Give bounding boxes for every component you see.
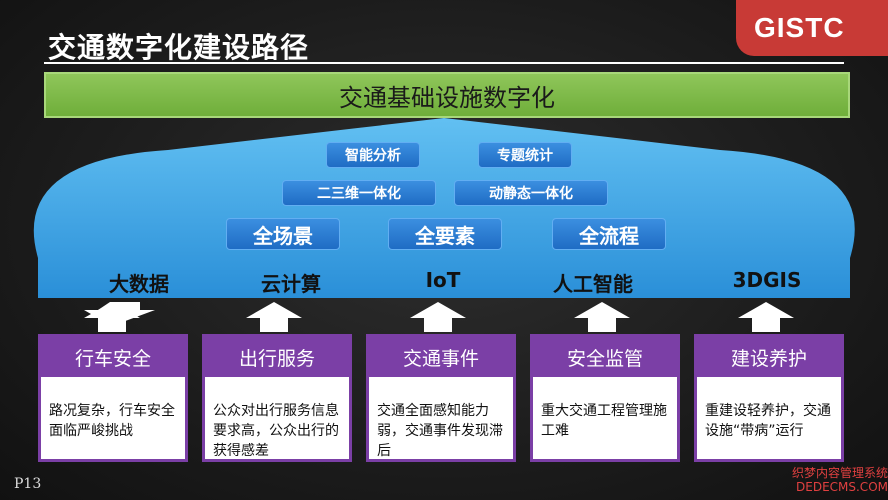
card-title: 行车安全	[41, 337, 185, 377]
chip-dynamic-static-integration: 动静态一体化	[454, 180, 608, 206]
card-travel-service: 出行服务 公众对出行服务信息要求高，公众出行的获得感差	[202, 334, 352, 462]
watermark: 织梦内容管理系统 DEDECMS.COM	[791, 466, 888, 494]
page-title: 交通数字化建设路径	[48, 31, 310, 64]
up-arrow-icon	[246, 302, 302, 332]
up-arrow-icon	[410, 302, 466, 332]
chip-thematic-statistics: 专题统计	[478, 142, 572, 168]
card-text: 交通全面感知能力弱，交通事件发现滞后	[377, 403, 503, 459]
card-title: 出行服务	[205, 337, 349, 377]
tech-iot: IoT	[425, 268, 461, 292]
title-underline	[44, 62, 844, 64]
arrow-body	[33, 118, 855, 298]
tech-cloud-computing: 云计算	[261, 272, 321, 296]
top-banner: 交通基础设施数字化	[44, 72, 850, 118]
chip-all-elements: 全要素	[388, 218, 502, 250]
card-traffic-event: 交通事件 交通全面感知能力弱，交通事件发现滞后	[366, 334, 516, 462]
tech-3dgis: 3DGIS	[732, 268, 802, 292]
card-safety-supervision: 安全监管 重大交通工程管理施工难	[530, 334, 680, 462]
up-arrows	[84, 302, 794, 332]
chip-intelligent-analysis: 智能分析	[326, 142, 420, 168]
card-text: 路况复杂，行车安全面临严峻挑战	[49, 403, 175, 439]
card-title: 建设养护	[697, 337, 841, 377]
chip-all-scenarios: 全场景	[226, 218, 340, 250]
tech-ai: 人工智能	[553, 272, 633, 296]
card-text: 公众对出行服务信息要求高，公众出行的获得感差	[213, 403, 339, 459]
chip-2d-3d-integration: 二三维一体化	[282, 180, 436, 206]
card-title: 交通事件	[369, 337, 513, 377]
page-number: P13	[14, 476, 42, 492]
card-text: 重建设轻养护，交通设施“带病”运行	[705, 403, 831, 439]
card-driving-safety: 行车安全 路况复杂，行车安全面临严峻挑战	[38, 334, 188, 462]
card-construction-maintenance: 建设养护 重建设轻养护，交通设施“带病”运行	[694, 334, 844, 462]
card-text: 重大交通工程管理施工难	[541, 403, 667, 439]
gistc-logo: GISTC	[754, 12, 845, 43]
logo-background	[736, 0, 888, 56]
top-banner-label: 交通基础设施数字化	[339, 83, 555, 112]
up-arrow-icon	[574, 302, 630, 332]
tech-big-data: 大数据	[109, 272, 169, 296]
up-arrow-icon	[84, 302, 140, 332]
up-arrow-icon	[738, 302, 794, 332]
card-title: 安全监管	[533, 337, 677, 377]
chip-all-processes: 全流程	[552, 218, 666, 250]
